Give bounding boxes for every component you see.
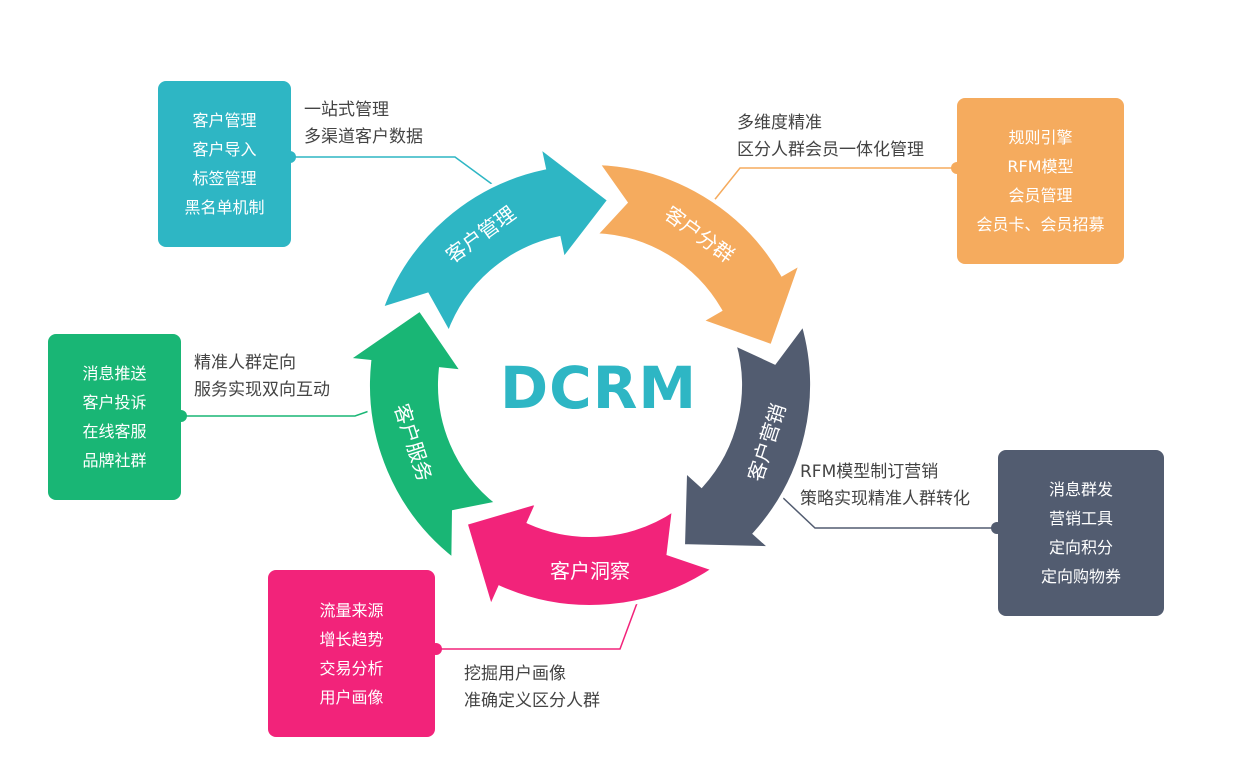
- stage-description-insight: 挖掘用户画像 准确定义区分人群: [464, 661, 600, 715]
- box-item: 流量来源: [319, 600, 384, 620]
- cycle-arrow-marketing: [680, 319, 814, 551]
- diagram-title: DCRM: [500, 354, 698, 422]
- connector-insight: [436, 594, 641, 650]
- cycle-arrow-insight: [463, 498, 719, 614]
- box-item: 定向购物券: [1040, 567, 1121, 586]
- description-line: RFM模型制订营销: [800, 462, 939, 482]
- description-line: 准确定义区分人群: [464, 691, 600, 711]
- box-item: 客户投诉: [82, 393, 147, 412]
- description-line: 多维度精准: [737, 113, 822, 133]
- box-item: 用户画像: [319, 687, 384, 707]
- box-item: 消息推送: [82, 364, 147, 383]
- box-item: 客户导入: [192, 140, 257, 159]
- box-item: 黑名单机制: [184, 198, 265, 217]
- stage-description-marketing: RFM模型制订营销 策略实现精准人群转化: [800, 459, 970, 513]
- box-item: 规则引擎: [1008, 128, 1073, 147]
- box-item: 会员管理: [1008, 186, 1073, 205]
- box-item: 定向积分: [1048, 538, 1113, 557]
- description-line: 精准人群定向: [194, 353, 296, 373]
- description-line: 策略实现精准人群转化: [800, 489, 970, 509]
- description-line: 服务实现双向互动: [194, 380, 330, 400]
- box-item: 营销工具: [1048, 509, 1113, 528]
- stage-description-management: 一站式管理 多渠道客户数据: [304, 97, 423, 151]
- stage-description-segmentation: 多维度精准 区分人群会员一体化管理: [737, 110, 924, 164]
- stage-box-segmentation: 规则引擎 RFM模型 会员管理 会员卡、会员招募: [957, 98, 1124, 264]
- stage-box-insight: 流量来源 增长趋势 交易分析 用户画像: [268, 570, 435, 737]
- description-line: 区分人群会员一体化管理: [737, 140, 924, 160]
- box-item: 在线客服: [82, 422, 147, 441]
- cycle-arrow-segmentation: [590, 160, 805, 349]
- stage-box-marketing: 消息群发 营销工具 定向积分 定向购物券: [998, 450, 1164, 616]
- cycle-arrow-service: [341, 306, 503, 564]
- connector-management: [290, 156, 501, 191]
- cycle-arrow-label-insight: 客户洞察: [550, 559, 630, 583]
- connector-service: [181, 409, 373, 417]
- box-item: 消息群发: [1048, 480, 1113, 499]
- box-item: 增长趋势: [319, 629, 384, 649]
- stage-box-management: 客户管理 客户导入 标签管理 黑名单机制: [158, 81, 291, 247]
- stage-box-service: 消息推送 客户投诉 在线客服 品牌社群: [48, 334, 181, 500]
- description-line: 多渠道客户数据: [304, 127, 423, 147]
- connector-marketing: [779, 494, 997, 529]
- box-item: 标签管理: [192, 169, 257, 188]
- box-item: 交易分析: [319, 658, 384, 678]
- box-item: RFM模型: [1007, 157, 1074, 176]
- box-item: 会员卡、会员招募: [976, 215, 1105, 234]
- description-line: 一站式管理: [304, 100, 389, 120]
- box-item: 客户管理: [192, 111, 257, 130]
- stage-description-service: 精准人群定向 服务实现双向互动: [194, 350, 330, 404]
- box-item: 品牌社群: [82, 451, 147, 470]
- connector-segmentation: [707, 167, 957, 209]
- cycle-arrow-management: [378, 141, 613, 339]
- description-line: 挖掘用户画像: [464, 664, 566, 684]
